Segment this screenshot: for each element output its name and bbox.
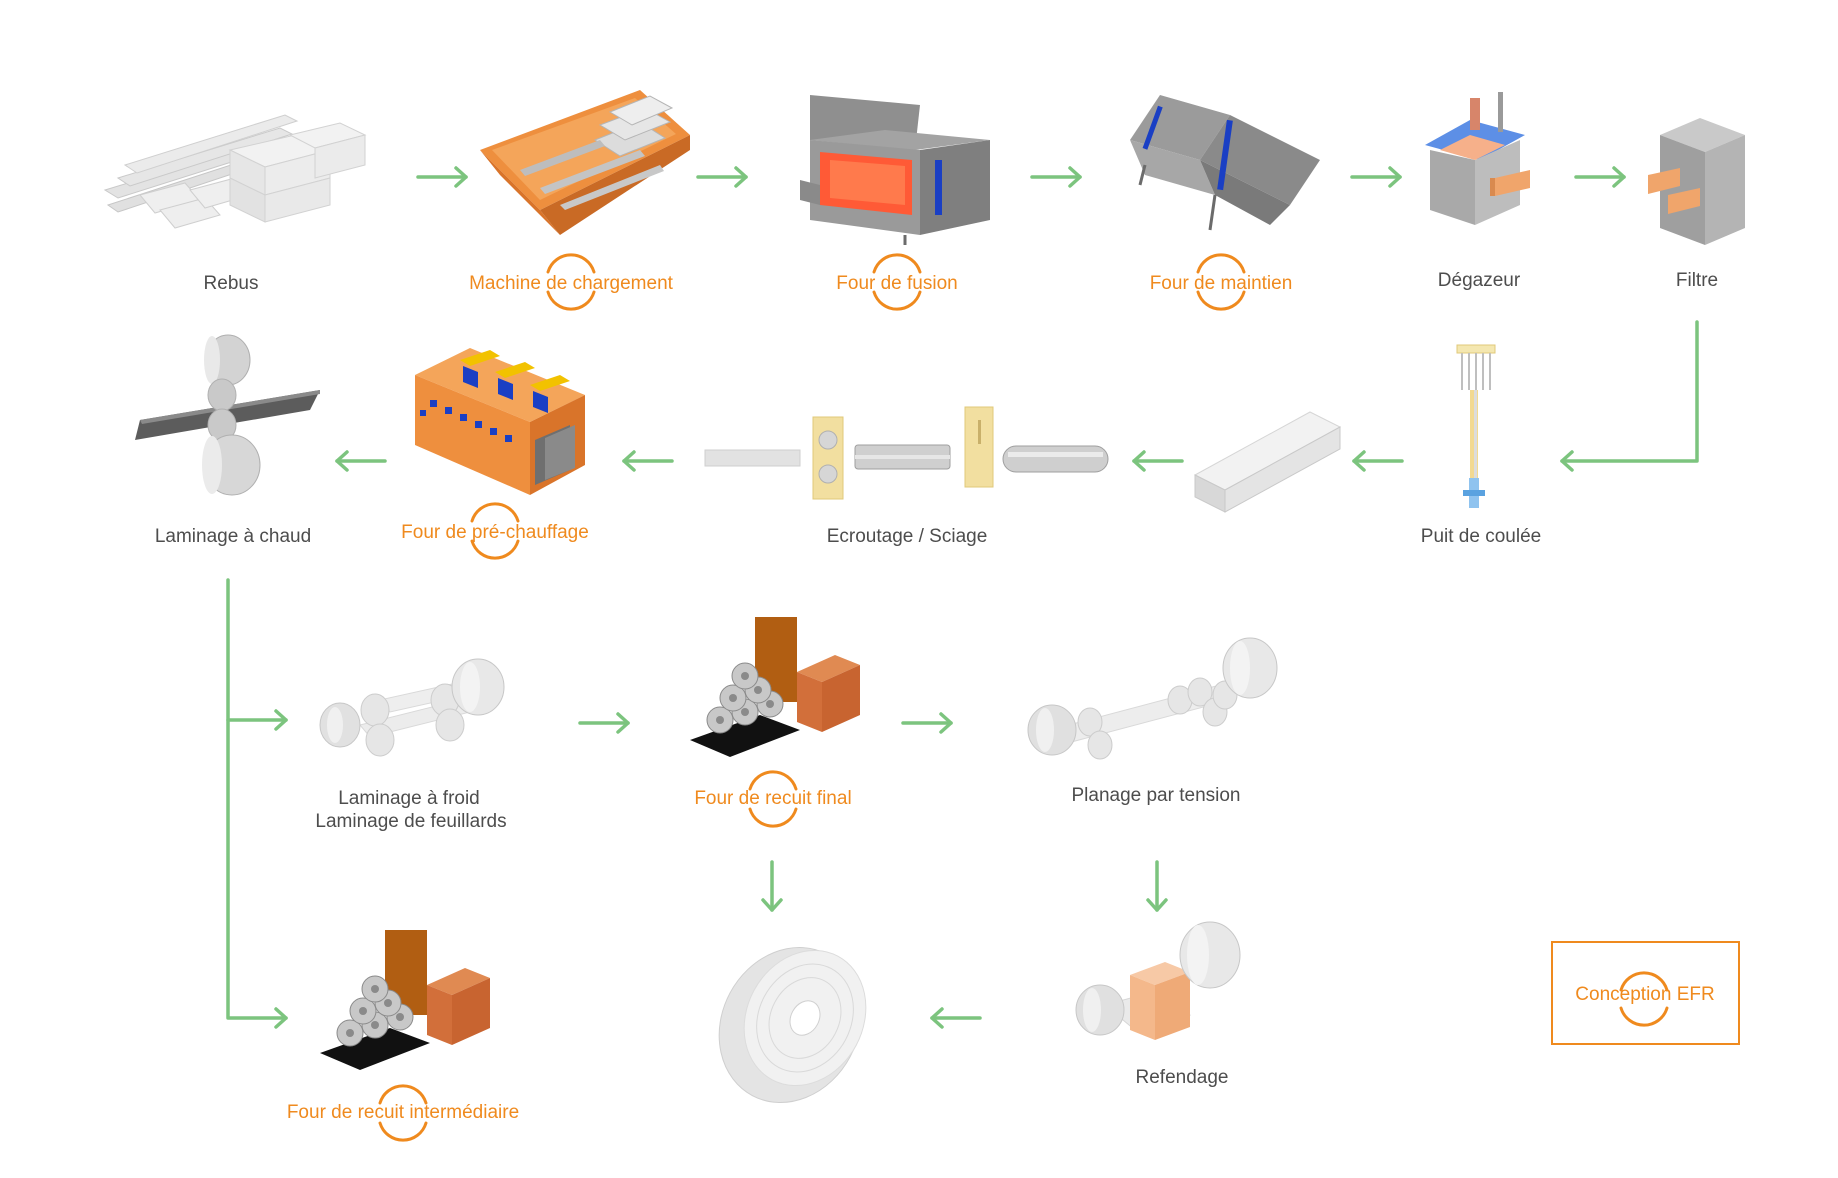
rebus-illustration	[103, 114, 367, 229]
label-planage-tension: Planage par tension	[1071, 785, 1240, 806]
arrow-right-icon	[1350, 166, 1402, 188]
efr-ring-icon	[1619, 971, 1669, 1027]
laminage-chaud-illustration	[135, 334, 320, 496]
efr-ring-icon	[470, 502, 520, 560]
label-four-recuit-final: Four de recuit final	[694, 788, 851, 809]
four-prechauffage-illustration	[415, 348, 585, 495]
label-laminage-froid: Laminage à froid	[338, 788, 480, 809]
label-laminage-chaud: Laminage à chaud	[155, 526, 311, 547]
flow-arrows	[226, 166, 1699, 1029]
label-rebus: Rebus	[204, 273, 259, 294]
label-puit-coulee: Puit de coulée	[1421, 526, 1541, 547]
arrow-right-icon	[696, 166, 748, 188]
arrow-down-icon	[1146, 860, 1168, 912]
refendage-illustration	[1075, 921, 1241, 1040]
label-degazeur: Dégazeur	[1438, 270, 1521, 291]
label-four-recuit-intermediaire: Four de recuit intermédiaire	[287, 1102, 519, 1123]
label-machine-chargement: Machine de chargement	[469, 273, 674, 294]
ecroutage-sciage-illustration	[704, 406, 1109, 500]
four-recuit-final-illustration	[690, 617, 860, 757]
arrow-left-icon	[1132, 450, 1184, 472]
conception-efr-label: Conception EFR	[1575, 984, 1714, 1005]
four-fusion-illustration	[800, 95, 990, 245]
label-four-maintien: Four de maintien	[1150, 273, 1293, 294]
arrow-left-icon	[335, 450, 387, 472]
arrow-branch-icon	[226, 578, 288, 1029]
arrow-left-icon	[622, 450, 674, 472]
arrow-elbow-icon	[1560, 320, 1699, 472]
efr-ring-icon	[872, 253, 922, 311]
efr-ring-icon	[546, 253, 596, 311]
conception-efr-badge: Conception EFR	[1551, 941, 1740, 1045]
four-recuit-intermediaire-illustration	[320, 930, 490, 1070]
label-laminage-feuillards: Laminage de feuillards	[315, 811, 506, 832]
degazeur-illustration	[1425, 92, 1530, 225]
slab-illustration	[1193, 411, 1342, 513]
arrow-right-icon	[578, 712, 630, 734]
four-maintien-illustration	[1130, 95, 1320, 231]
puit-coulee-illustration	[1456, 344, 1496, 508]
machine-chargement-illustration	[480, 90, 690, 235]
arrow-right-icon	[901, 712, 953, 734]
finished-coil-illustration	[718, 946, 867, 1104]
label-four-prechauffage: Four de pré-chauffage	[401, 522, 589, 543]
station-labels: Rebus Machine de chargement Four de fusi…	[155, 270, 1718, 1123]
label-filtre: Filtre	[1676, 270, 1718, 291]
efr-ring-icon	[748, 770, 798, 828]
filtre-illustration	[1648, 118, 1745, 245]
arrow-left-icon	[930, 1007, 982, 1029]
label-refendage: Refendage	[1136, 1067, 1229, 1088]
efr-ring-icon	[378, 1084, 428, 1142]
laminage-froid-illustration	[319, 658, 505, 757]
arrow-right-icon	[1030, 166, 1082, 188]
efr-ring-markers	[378, 253, 1246, 1142]
label-four-fusion: Four de fusion	[836, 273, 957, 294]
planage-tension-illustration	[1027, 637, 1278, 760]
arrow-right-icon	[1574, 166, 1626, 188]
arrow-down-icon	[761, 860, 783, 912]
efr-ring-icon	[1196, 253, 1246, 311]
arrow-left-icon	[1352, 450, 1404, 472]
label-ecroutage-sciage: Ecroutage / Sciage	[827, 526, 988, 547]
arrow-right-icon	[416, 166, 468, 188]
